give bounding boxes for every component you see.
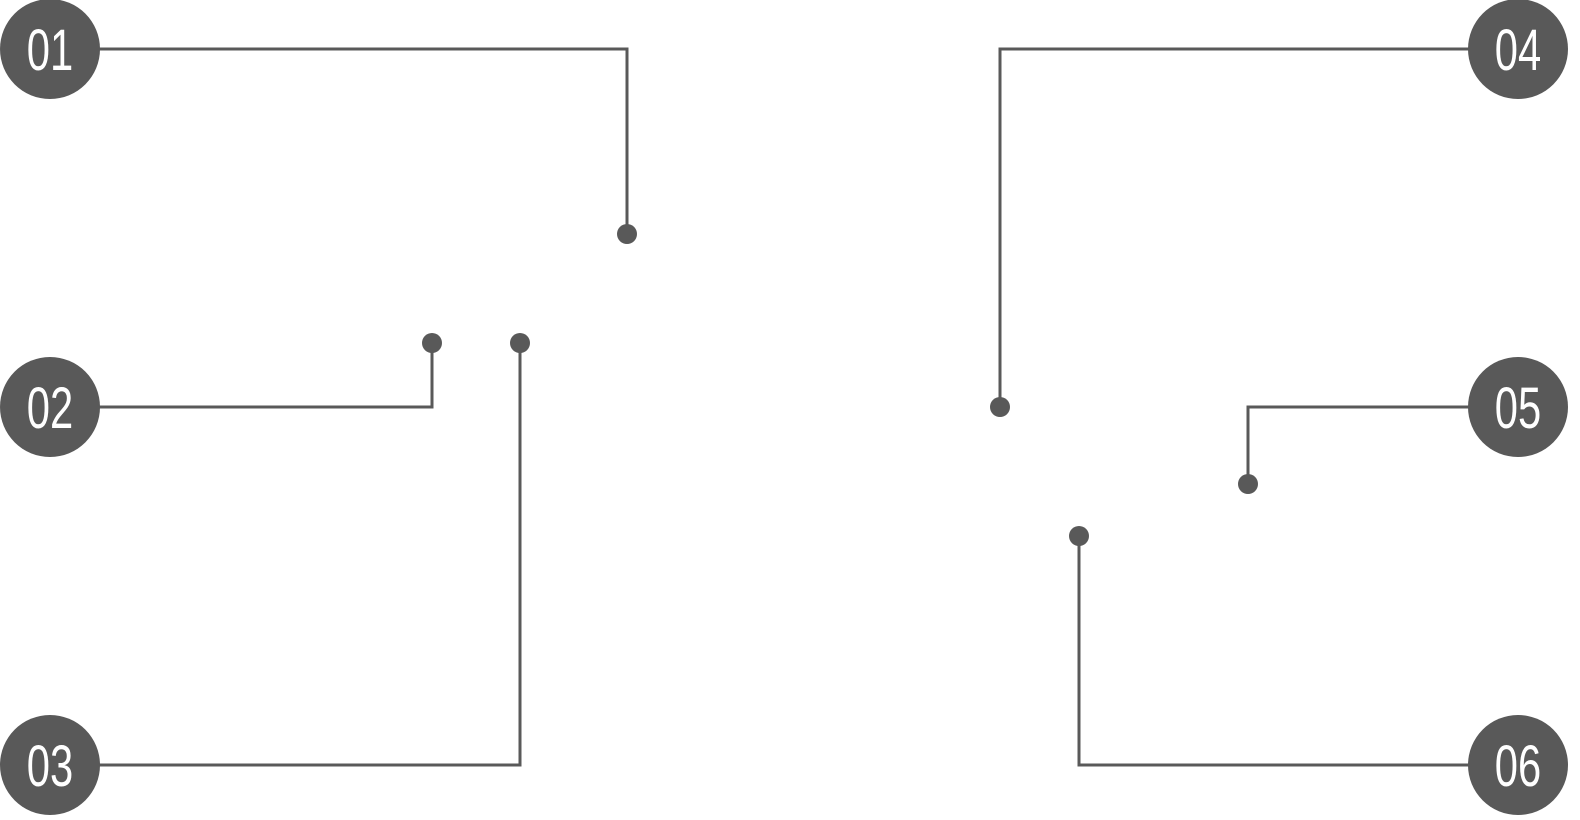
leader-line-04: [998, 47, 1478, 407]
leader-line-02: [90, 343, 434, 409]
callout-badge-01: [0, 0, 100, 99]
callout-label-01: 01: [27, 17, 73, 82]
callout-badge-03: [0, 715, 100, 815]
callout-badge-06: [1468, 715, 1568, 815]
leader-line-05: [1246, 405, 1478, 484]
callout-badge-05: [1468, 357, 1568, 457]
anchor-dot-06: [1069, 526, 1089, 546]
callout-badge-04: [1468, 0, 1568, 99]
anchor-dot-04: [990, 397, 1010, 417]
anchor-dot-05: [1238, 474, 1258, 494]
anchor-dot-03: [510, 333, 530, 353]
callout-label-04: 04: [1495, 17, 1541, 82]
callout-label-02: 02: [27, 375, 73, 440]
leader-line-06: [1077, 536, 1478, 767]
anchor-dot-02: [422, 333, 442, 353]
leader-line-01: [90, 47, 629, 234]
callout-label-06: 06: [1495, 733, 1541, 798]
callout-badge-02: [0, 357, 100, 457]
callout-label-05: 05: [1495, 375, 1541, 440]
leader-line-03: [90, 343, 522, 767]
anchor-dot-01: [617, 224, 637, 244]
callout-label-03: 03: [27, 733, 73, 798]
